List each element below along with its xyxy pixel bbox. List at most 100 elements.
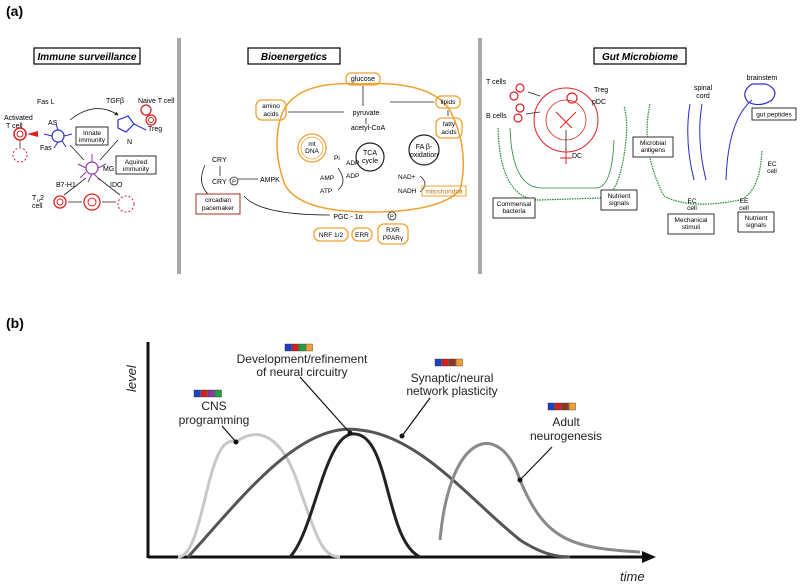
b-cell-a [515, 103, 525, 113]
rxr-box [377, 223, 409, 245]
timeline-chart: level time CNS programming Development/r… [124, 342, 656, 584]
lipids-label: lipids [441, 99, 457, 106]
mg-label: MG [103, 166, 114, 173]
tca-label: TCA [363, 150, 377, 157]
mechanical-box [667, 213, 715, 235]
bcells-label: B cells [486, 113, 507, 120]
fatty-label1: fatty [443, 121, 456, 128]
err-box [351, 227, 373, 242]
t-cell-center [83, 193, 101, 211]
p-circle-2 [387, 211, 397, 221]
panel-b-label: (b) [6, 315, 24, 331]
pyruvate-label: pyruvate [353, 110, 380, 117]
th2-label-h: H [37, 198, 40, 203]
gut-title: Gut Microbiome [602, 52, 679, 63]
th2-label-t: T [32, 195, 37, 202]
nut-label1: Nutrient [608, 193, 631, 200]
syn-label2: network plasticity [406, 384, 497, 398]
atp-label: ATP [320, 188, 332, 195]
adp1-label: ADP [346, 160, 359, 167]
swatch-block [207, 389, 215, 398]
ec-label1: EC [767, 161, 776, 168]
swatch-synaptic [434, 358, 463, 367]
divider-right [478, 38, 482, 274]
swatch-block [568, 402, 576, 411]
swatch-adult [547, 402, 576, 411]
immune-title: Immune surveillance [38, 52, 137, 63]
acquired-box [115, 155, 157, 175]
mito-label-box [421, 185, 467, 197]
adp2-label: ADP [346, 173, 359, 180]
circadian-box [195, 193, 241, 215]
cns-label2: programming [179, 413, 250, 427]
bio-title: Bioenergetics [261, 52, 328, 63]
acq-label2: immunity [123, 166, 150, 173]
ec-label4: cell [687, 205, 697, 212]
fa-oxidation-cycle [408, 134, 440, 166]
amino-label1: amino [262, 103, 280, 110]
glucose-box [345, 72, 381, 86]
th2-label-2: 2 [40, 195, 44, 202]
t-cell-b [509, 91, 519, 101]
dc-label: DC [572, 153, 582, 160]
gut-title-box [593, 47, 687, 65]
activated-t-label2: T cell [6, 123, 23, 130]
pdc-label: pDC [592, 99, 606, 106]
nadp-label: NAD+ [398, 174, 416, 181]
bioenergetics-section: Bioenergetics glucose amino acids pyruva… [195, 47, 467, 245]
curve-development-refinement [186, 427, 571, 559]
ampk-label: AMPK [260, 177, 280, 184]
spinal-label1: spinal [694, 85, 713, 92]
y-axis-label: level [124, 364, 139, 392]
activated-t-label: Activated [4, 115, 33, 122]
swatch-block [455, 358, 463, 367]
intestinal-villi [497, 105, 628, 201]
vagal-path [725, 99, 753, 181]
micro-label1: Microbial [640, 140, 667, 147]
spinal-label2: cord [696, 93, 710, 100]
swatch-block [284, 343, 292, 352]
gut-treg-label: Treg [594, 87, 608, 94]
p-circle-1 [229, 176, 239, 186]
dying-t-cell [117, 195, 135, 213]
dev-label1: Development/refinement [237, 352, 368, 366]
pgc-label: PGC - 1α [333, 214, 362, 221]
neuron [117, 115, 147, 133]
nutrient-box-1 [600, 189, 638, 211]
syn-label1: Synaptic/neural [411, 371, 494, 385]
mech-label2: stimuli [682, 224, 700, 231]
rxr-label: RXR [386, 227, 400, 234]
p2-label: P [390, 215, 394, 221]
ec-label3: EC [687, 198, 696, 205]
cry1-label: CRY [212, 157, 227, 164]
as-label: AS [48, 120, 58, 127]
bio-title-box [247, 47, 341, 65]
swatch-block [291, 343, 299, 352]
treg-cell [145, 114, 157, 126]
innate-box [75, 126, 109, 146]
amino-label2: acids [263, 111, 279, 118]
fab-label: FA β- [416, 144, 433, 151]
fatty-acids-box [435, 117, 463, 139]
cycle-label: cycle [362, 158, 378, 165]
gut-peptides-box [751, 107, 797, 121]
mt-dna-circle [297, 133, 327, 163]
ec-label2: cell [767, 168, 777, 175]
comm-label2: bacteria [502, 208, 526, 215]
immune-title-box [33, 47, 141, 65]
brainstem-shape [744, 83, 776, 106]
n-label: N [127, 139, 132, 146]
swatch-block [441, 358, 449, 367]
x-axis-arrow [642, 551, 656, 563]
microbial-box [632, 136, 674, 158]
comm-label1: Commensal [497, 201, 532, 208]
acetyl-label: acetyl-CoA [351, 125, 386, 132]
fas-label: Fas [40, 145, 52, 152]
ppar-label: PPARγ [383, 235, 404, 242]
spinal-cord-path [687, 103, 707, 181]
ee-label2: cell [739, 205, 749, 212]
gut-microbiome-section: Gut Microbiome T cells Treg pDC B cells … [486, 47, 797, 235]
nut-label4: signals [746, 222, 767, 229]
err-label: ERR [355, 232, 369, 239]
